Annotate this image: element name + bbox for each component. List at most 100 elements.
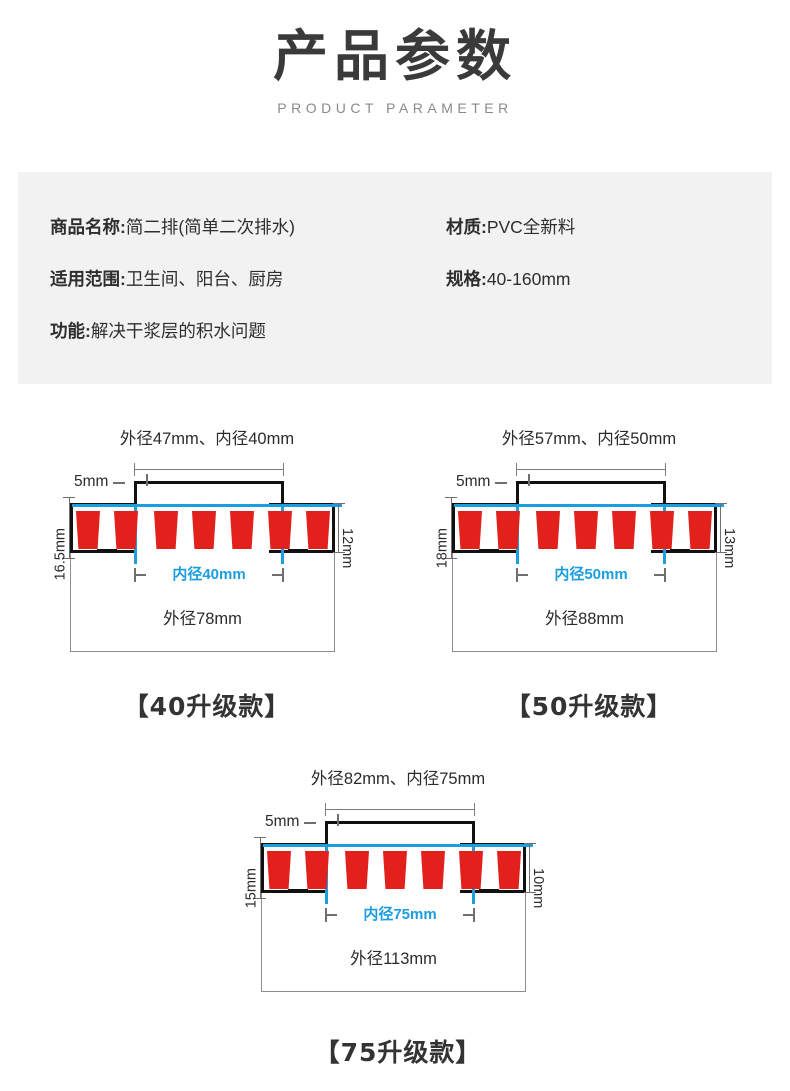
thickness-dimension: 5mm	[74, 473, 148, 493]
outer-diameter-label: 外径88mm	[545, 610, 624, 628]
red-tooth	[267, 851, 291, 889]
outer-diameter-label: 外径113mm	[350, 950, 437, 968]
dimension-tick	[528, 474, 530, 486]
red-tooth	[688, 511, 712, 549]
right-height-label: 10mm	[530, 868, 546, 909]
product-diagram-40: 外径47mm、内径40mm	[22, 425, 392, 725]
left-height-dimension: 18mm	[422, 497, 457, 568]
right-height-dimension: 13mm	[715, 503, 750, 568]
thickness-label: 5mm	[74, 473, 109, 490]
spec-row: 商品名称:简二排(简单二次排水)	[50, 214, 295, 239]
top-dimension-line	[134, 463, 284, 476]
dimension-cap-bottom	[333, 551, 345, 553]
dimension-dash	[304, 821, 317, 824]
page-header: 产品参数 PRODUCT PARAMETER	[0, 0, 790, 116]
red-tooth	[230, 511, 254, 549]
dimension-tick-right	[282, 568, 284, 582]
dimension-bar	[529, 843, 531, 893]
dimension-tick-right	[473, 908, 475, 922]
page-title: 产品参数	[272, 24, 517, 88]
red-teeth-row	[452, 511, 717, 553]
diagram-top-dimension-label: 外径57mm、内径50mm	[501, 430, 677, 448]
red-tooth	[154, 511, 178, 549]
blue-rail-right	[278, 504, 342, 507]
thickness-dimension: 5mm	[265, 813, 339, 833]
tooth-gap-base	[479, 549, 499, 552]
dimension-dash	[272, 574, 284, 576]
red-tooth	[306, 511, 330, 549]
dimension-cap-bottom	[524, 891, 536, 893]
dimension-bar	[259, 837, 261, 899]
blue-rail-right	[469, 844, 533, 847]
right-height-label: 13mm	[721, 528, 737, 569]
dimension-cap-bottom	[445, 557, 457, 559]
page-subtitle: PRODUCT PARAMETER	[277, 99, 513, 116]
left-height-label: 16.5mm	[52, 528, 68, 581]
inner-diameter-dimension: 内径75mm	[325, 905, 475, 927]
dimension-dash	[495, 481, 508, 484]
spec-value: 40-160mm	[486, 269, 571, 289]
flange-edge	[332, 503, 335, 553]
dimension-cap-top	[63, 497, 75, 499]
product-diagram-50: 外径57mm、内径50mm	[404, 425, 774, 725]
spec-row: 功能:解决干浆层的积水问题	[50, 318, 266, 343]
dimension-dash	[463, 914, 475, 916]
blue-rail-left	[72, 504, 136, 507]
spec-value: 解决干浆层的积水问题	[90, 321, 266, 341]
tooth-gap-base	[288, 889, 308, 892]
red-tooth	[268, 511, 292, 549]
thickness-label: 5mm	[456, 473, 491, 490]
spec-row: 材质:PVC全新料	[446, 214, 575, 239]
spec-value: 卫生间、阳台、厨房	[125, 269, 284, 289]
dimension-tick-left	[325, 803, 327, 816]
dimension-tick	[337, 814, 339, 826]
top-dimension-line	[325, 803, 475, 816]
red-tooth	[114, 511, 138, 549]
tooth-gap-base	[97, 549, 117, 552]
spec-key: 材质:	[446, 217, 487, 237]
dimension-tick-left	[516, 463, 518, 476]
right-height-dimension: 10mm	[524, 843, 559, 908]
dimension-cap-top	[715, 503, 727, 505]
diagram-top-dimension-label: 外径47mm、内径40mm	[119, 430, 295, 448]
dimension-dash	[654, 574, 666, 576]
dimension-tick-right	[664, 568, 666, 582]
dimension-tick-right	[473, 803, 475, 816]
tooth-gap-base	[670, 549, 690, 552]
thickness-dimension: 5mm	[456, 473, 530, 493]
diagram-canvas: 外径47mm、内径40mm	[22, 425, 392, 680]
dimension-dash	[325, 914, 337, 916]
spec-key: 适用范围:	[50, 269, 126, 289]
dimension-bar	[134, 469, 284, 471]
red-tooth	[536, 511, 560, 549]
diagram-top-dimension-label: 外径82mm、内径75mm	[310, 770, 486, 788]
flange-edge	[452, 503, 455, 553]
tooth-gap-base	[479, 889, 499, 892]
blue-rail-left	[263, 844, 327, 847]
blue-rail-left	[454, 504, 518, 507]
red-tooth	[612, 511, 636, 549]
bore-top-rail	[516, 504, 666, 507]
left-height-dimension: 15mm	[231, 837, 266, 908]
spec-value: 简二排(简单二次排水)	[125, 217, 295, 237]
spec-row: 规格:40-160mm	[446, 266, 570, 291]
dimension-cap-top	[524, 843, 536, 845]
model-caption: 【40升级款】	[123, 692, 291, 721]
inner-diameter-label: 内径40mm	[172, 566, 246, 583]
outer-diameter-label: 外径78mm	[163, 610, 242, 628]
spec-panel: 商品名称:简二排(简单二次排水) 适用范围:卫生间、阳台、厨房 功能:解决干浆层…	[18, 172, 772, 384]
flange-edge	[714, 503, 717, 553]
diagram-canvas: 外径82mm、内径75mm	[213, 765, 583, 1020]
spec-key: 商品名称:	[50, 217, 126, 237]
left-height-label: 15mm	[243, 868, 259, 909]
dimension-cap-top	[254, 837, 266, 839]
inner-diameter-label: 内径50mm	[554, 566, 628, 583]
spec-row: 适用范围:卫生间、阳台、厨房	[50, 266, 283, 291]
red-tooth	[496, 511, 520, 549]
flange-edge	[70, 503, 73, 553]
dimension-bar	[720, 503, 722, 553]
right-height-dimension: 12mm	[333, 503, 368, 568]
dimension-bar	[450, 497, 452, 559]
top-dimension-line	[516, 463, 666, 476]
bore-top-rail	[134, 504, 284, 507]
